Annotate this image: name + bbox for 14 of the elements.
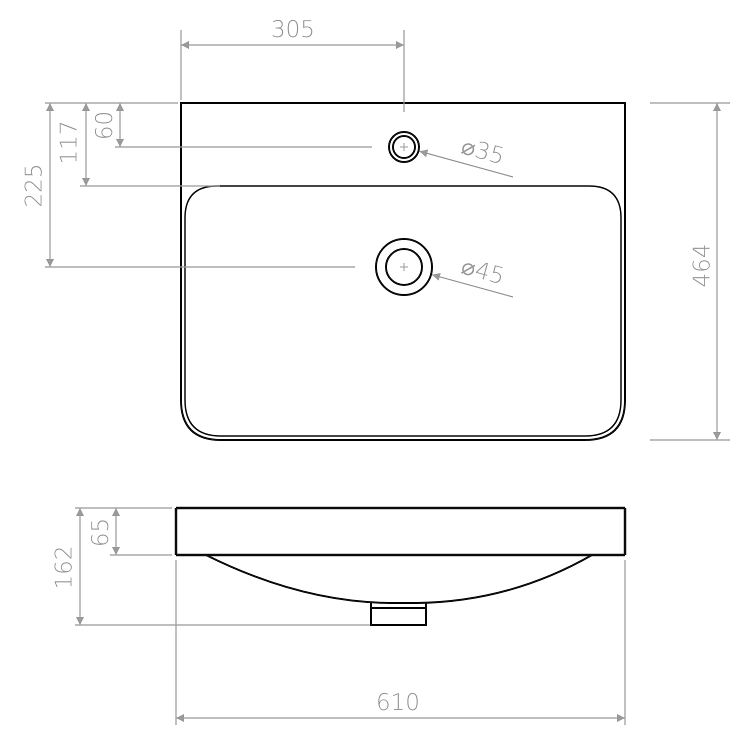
dimension-label: 610 [376,692,420,714]
dimension-label: 162 [53,545,76,589]
dimension-label: 60 [94,110,117,140]
dimension-label: 464 [691,243,714,287]
diameter-label: ⌀35 [458,135,506,169]
dimension-label: 65 [90,517,113,547]
dimension-label: 305 [271,18,315,42]
leader-line [432,272,514,298]
hole-drawing [374,237,434,297]
diameter-label: ⌀45 [458,255,506,289]
dimension-label: 225 [23,163,46,207]
hole-drawing [387,130,421,164]
dimension-label: 117 [58,120,82,164]
leader-line [419,150,514,178]
